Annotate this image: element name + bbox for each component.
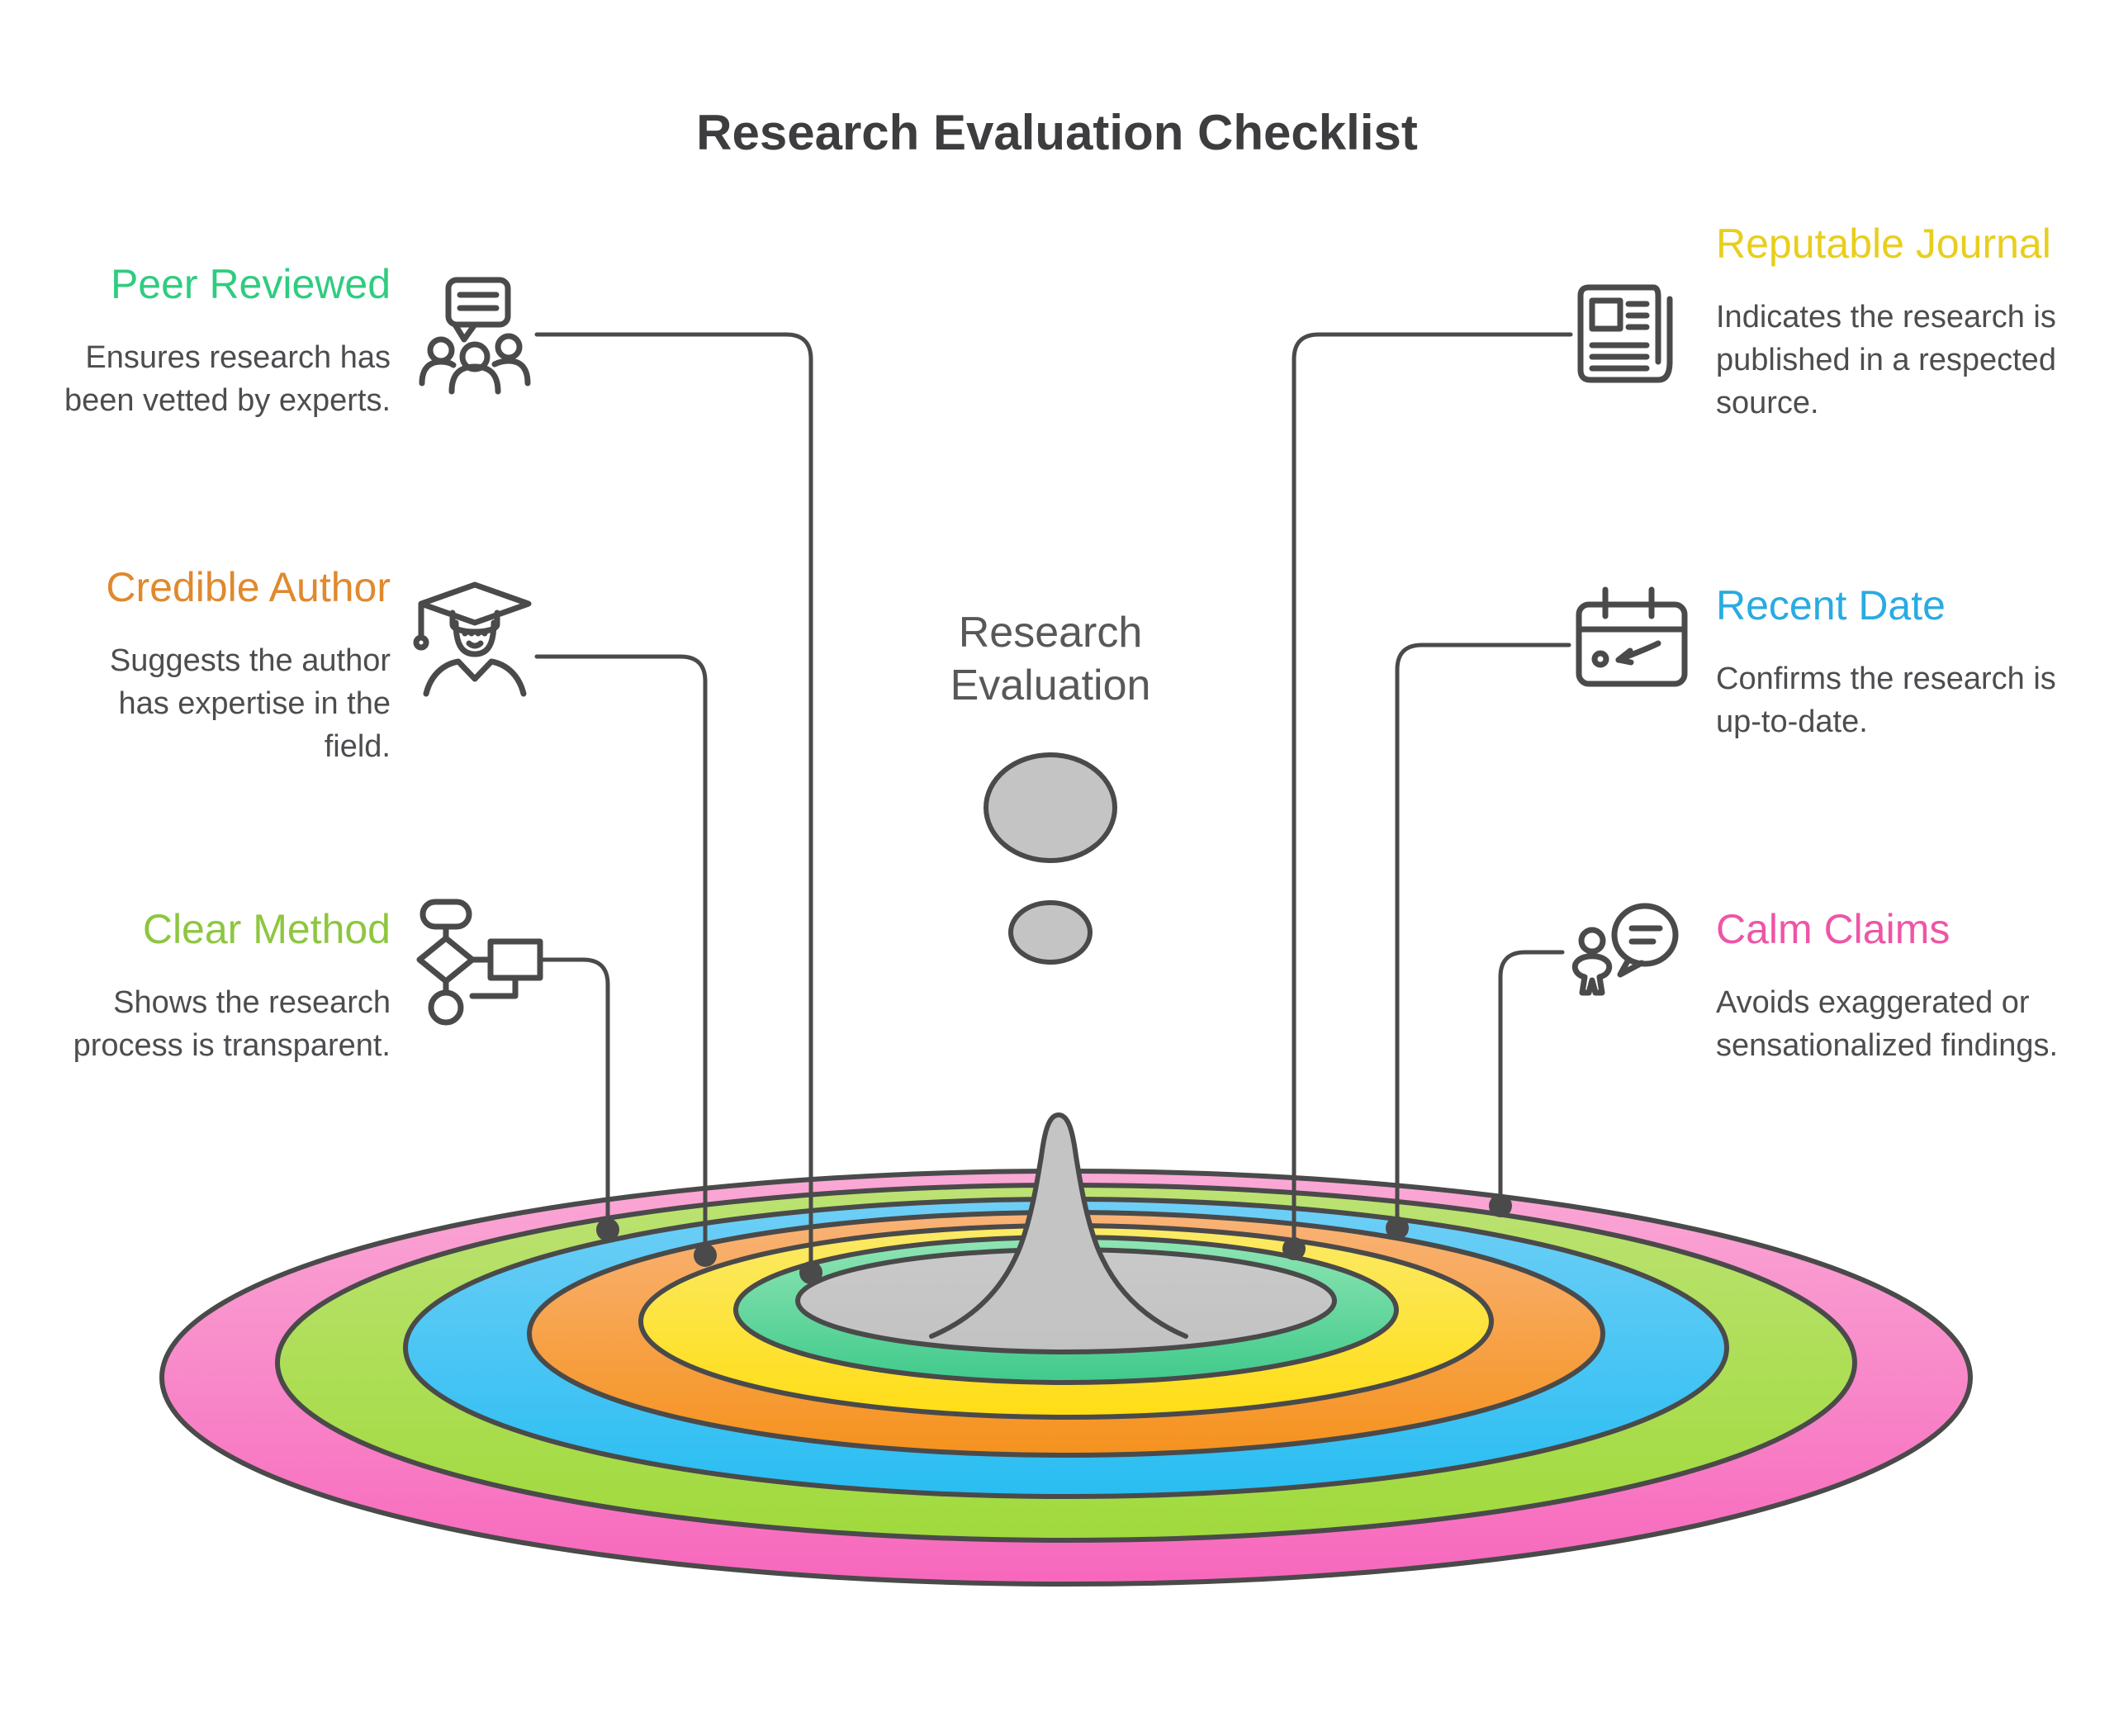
connector-dot-calm-claims [1489,1194,1512,1217]
connector-credible-author [534,654,708,1258]
connector-reputable-journal [1292,332,1573,1251]
connector-clear-method [539,957,610,1232]
item-desc-peer-reviewed: Ensures research has been vetted by expe… [64,340,391,418]
item-credible-author: Credible Author Suggests the author has … [64,563,391,768]
item-title-calm-claims: Calm Claims [1716,906,1950,952]
person-speech-bubble-icon [1571,903,1679,996]
item-title-reputable-journal: Reputable Journal [1716,221,2051,267]
droplet-small [1008,900,1093,965]
graduate-author-icon [413,581,532,697]
item-desc-clear-method: Shows the research process is transparen… [73,985,391,1063]
item-title-recent-date: Recent Date [1716,582,1946,628]
splash-column-outline [929,1112,1188,1339]
item-title-peer-reviewed: Peer Reviewed [110,261,391,307]
item-recent-date: Recent Date Confirms the research is up-… [1716,581,2063,743]
connector-recent-date [1395,643,1571,1231]
item-desc-credible-author: Suggests the author has expertise in the… [109,643,391,764]
item-calm-claims: Calm Claims Avoids exaggerated or sensat… [1716,905,2063,1067]
page-title: Research Evaluation Checklist [696,105,1418,160]
item-desc-reputable-journal: Indicates the research is published in a… [1716,300,2056,420]
peer-group-chat-icon [419,277,531,395]
connector-dot-reputable-journal [1282,1237,1306,1260]
item-title-clear-method: Clear Method [142,906,391,952]
connector-dot-recent-date [1386,1217,1409,1240]
center-label: Research Evaluation [950,609,1151,709]
item-desc-recent-date: Confirms the research is up-to-date. [1716,662,2056,739]
flowchart-method-icon [416,899,543,1026]
connector-calm-claims [1498,950,1565,1208]
splash-group [929,752,1188,1339]
connector-dots [596,1194,1512,1284]
item-peer-reviewed: Peer Reviewed Ensures research has been … [19,260,391,422]
ripple-rings [159,1169,1973,1587]
droplet-large [984,752,1117,863]
item-desc-calm-claims: Avoids exaggerated or sensationalized fi… [1716,985,2059,1063]
connector-lines [534,332,1573,1275]
item-reputable-journal: Reputable Journal Indicates the research… [1716,220,2063,425]
connector-peer-reviewed [534,332,813,1275]
connector-dot-credible-author [694,1244,717,1267]
calendar-date-icon [1576,586,1688,687]
connector-dot-peer-reviewed [799,1261,822,1284]
item-clear-method: Clear Method Shows the research process … [19,905,391,1067]
connector-dot-clear-method [596,1218,619,1241]
item-title-credible-author: Credible Author [106,564,391,610]
splash-column-fill [968,1115,1149,1320]
newspaper-journal-icon [1577,284,1673,383]
